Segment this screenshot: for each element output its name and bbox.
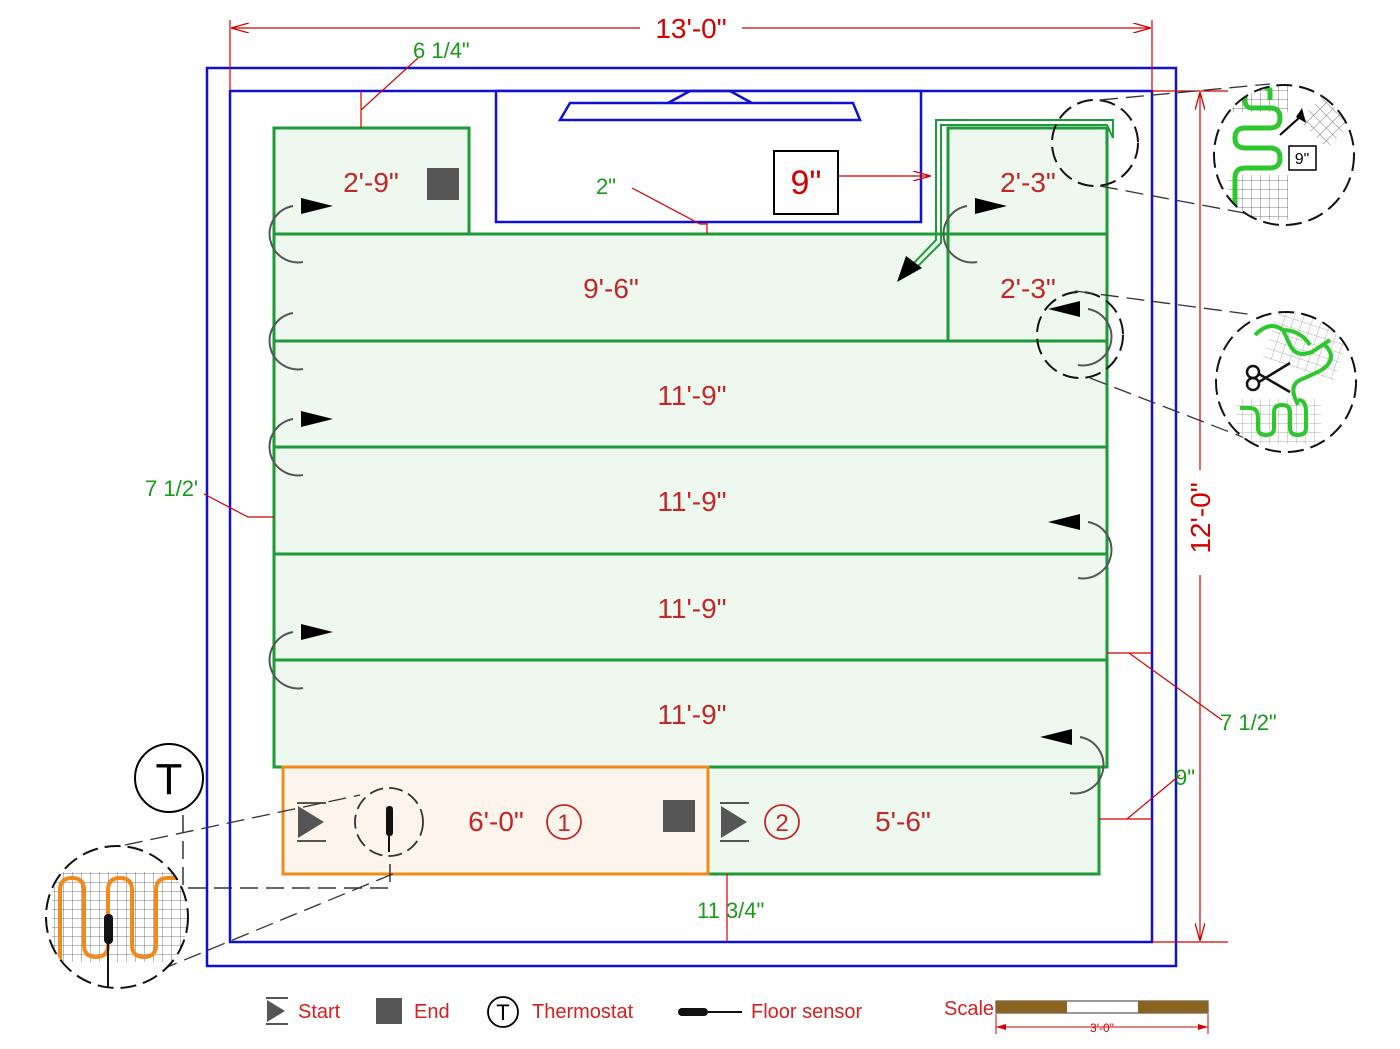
cable-direction-arrow <box>897 256 922 282</box>
mat-zone1 <box>281 765 710 876</box>
mat-label-row-a: 11'-9" <box>657 380 726 411</box>
dim-bottom-offset: 11 3/4" <box>697 898 764 923</box>
zone2-number: 2 <box>775 810 788 837</box>
end-square-zone1 <box>663 800 695 832</box>
scale-value: 3'-0" <box>1090 1021 1114 1035</box>
start-marker-zone2 <box>720 802 749 842</box>
legend: Start End T Thermostat Floor sensor Scal… <box>266 996 1209 1035</box>
start-marker-zone1 <box>297 802 326 842</box>
zone1-circle <box>546 804 582 840</box>
legend-end-icon <box>376 998 402 1024</box>
detail-callout-sensor <box>45 794 396 989</box>
dim-bottom-right-offset: 9" <box>1175 765 1195 790</box>
width-label: 13'-0" <box>655 13 726 44</box>
mat-label-row-c: 11'-9" <box>657 593 726 624</box>
legend-start-icon <box>266 997 288 1025</box>
legend-thermostat-icon <box>487 996 519 1028</box>
detail-callout-cut <box>1036 290 1357 453</box>
turn-arrows <box>268 205 1113 795</box>
mat-label-row-d: 11'-9" <box>657 699 726 730</box>
mat-label-zone2: 5'-6" <box>875 806 931 837</box>
legend-thermostat-symbol: T <box>496 1000 509 1025</box>
zone1-number: 1 <box>557 810 570 837</box>
dim-top-left-offset: 6 1/4" <box>413 38 470 63</box>
scale-label: Scale <box>944 998 994 1020</box>
dim-cabinet-gap-box-label: 9" <box>791 164 822 202</box>
width-dimension <box>229 20 1153 91</box>
mat-label-top-right-1: 2'-3" <box>1000 167 1056 198</box>
dim-right-offset: 7 1/2" <box>1220 710 1277 735</box>
end-square-top <box>427 168 459 200</box>
tv-icon <box>557 89 862 122</box>
dim-cabinet-gap: 2" <box>596 174 616 199</box>
detail-gap-label: 9" <box>1295 151 1310 168</box>
scissors-icon <box>1245 361 1291 394</box>
thermostat-symbol: T <box>156 755 183 804</box>
mat-row-c <box>272 552 1109 662</box>
legend-end-label: End <box>414 1001 450 1023</box>
detail-callout-corner: 9" <box>1051 83 1355 226</box>
mat-label-row-b: 11'-9" <box>657 486 726 517</box>
legend-floor-sensor-label: Floor sensor <box>751 1001 862 1023</box>
zone2-circle <box>764 804 800 840</box>
legend-start-label: Start <box>298 1001 341 1023</box>
mat-label-top-left: 2'-9" <box>343 167 399 198</box>
mat-label-zone1: 6'-0" <box>468 806 524 837</box>
floor-sensor-marker <box>354 787 424 857</box>
legend-thermostat-label: Thermostat <box>532 1001 634 1023</box>
mat-label-top-right-2: 2'-3" <box>1000 273 1056 304</box>
legend-floor-sensor-icon <box>678 1008 742 1016</box>
outer-wall <box>205 66 1178 968</box>
dim-left-offset: 7 1/2' <box>145 476 198 501</box>
mat-label-9-6: 9'-6" <box>583 273 639 304</box>
mat-row-d <box>272 658 1109 769</box>
thermostat-icon: T <box>134 743 204 813</box>
tv-cabinet <box>494 89 923 224</box>
dim-cabinet-gap-box <box>773 150 839 215</box>
mat-row-b <box>272 445 1109 556</box>
height-label: 12'-0" <box>1185 482 1216 553</box>
cable-route <box>911 119 1114 266</box>
scale-bar <box>995 1000 1209 1034</box>
